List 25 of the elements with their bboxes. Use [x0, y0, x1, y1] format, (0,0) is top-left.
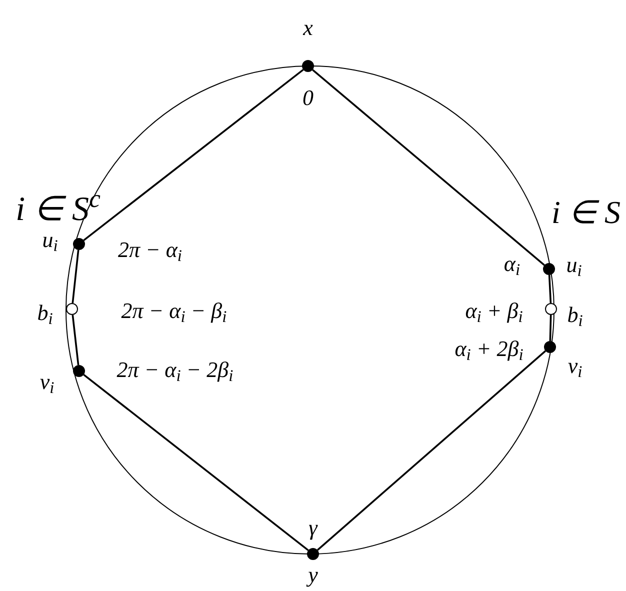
set-label: i ∈ S	[552, 196, 620, 228]
vertex-label: 2π − α$_{i}$ − 2β$_{i}$	[116, 359, 234, 381]
vertex-label: 0	[302, 87, 314, 109]
edge-line	[548, 274, 552, 304]
vertex-label: v$_{i}$	[568, 355, 582, 377]
vertex-label: b$_{i}$	[567, 304, 583, 326]
vertex-label: α$_{i}$ + 2β$_{i}$	[454, 338, 524, 360]
vertex-label: γ	[308, 517, 318, 539]
edge-line	[72, 314, 80, 366]
vertex-label: x	[303, 17, 313, 39]
vertex-label: b$_{i}$	[37, 302, 53, 324]
edge-line	[549, 314, 552, 342]
vertex-label: u$_{i}$	[566, 254, 582, 276]
vertex-label: α$_{i}$ + β$_{i}$	[465, 300, 523, 322]
edge-line	[316, 350, 546, 551]
vertex-label: u$_{i}$	[42, 229, 58, 251]
edge-line	[83, 374, 309, 552]
vertex-label: 2π − α$_{i}$ − β$_{i}$	[121, 300, 227, 322]
vertex-label: 2π − α$_{i}$	[118, 239, 182, 261]
edge-line	[83, 68, 304, 242]
vertex-label: α$_{i}$	[504, 253, 520, 275]
vertex-label: y	[308, 564, 318, 586]
edge-line	[312, 69, 545, 266]
edge-line	[72, 250, 80, 304]
vertex-label: v$_{i}$	[40, 371, 54, 393]
